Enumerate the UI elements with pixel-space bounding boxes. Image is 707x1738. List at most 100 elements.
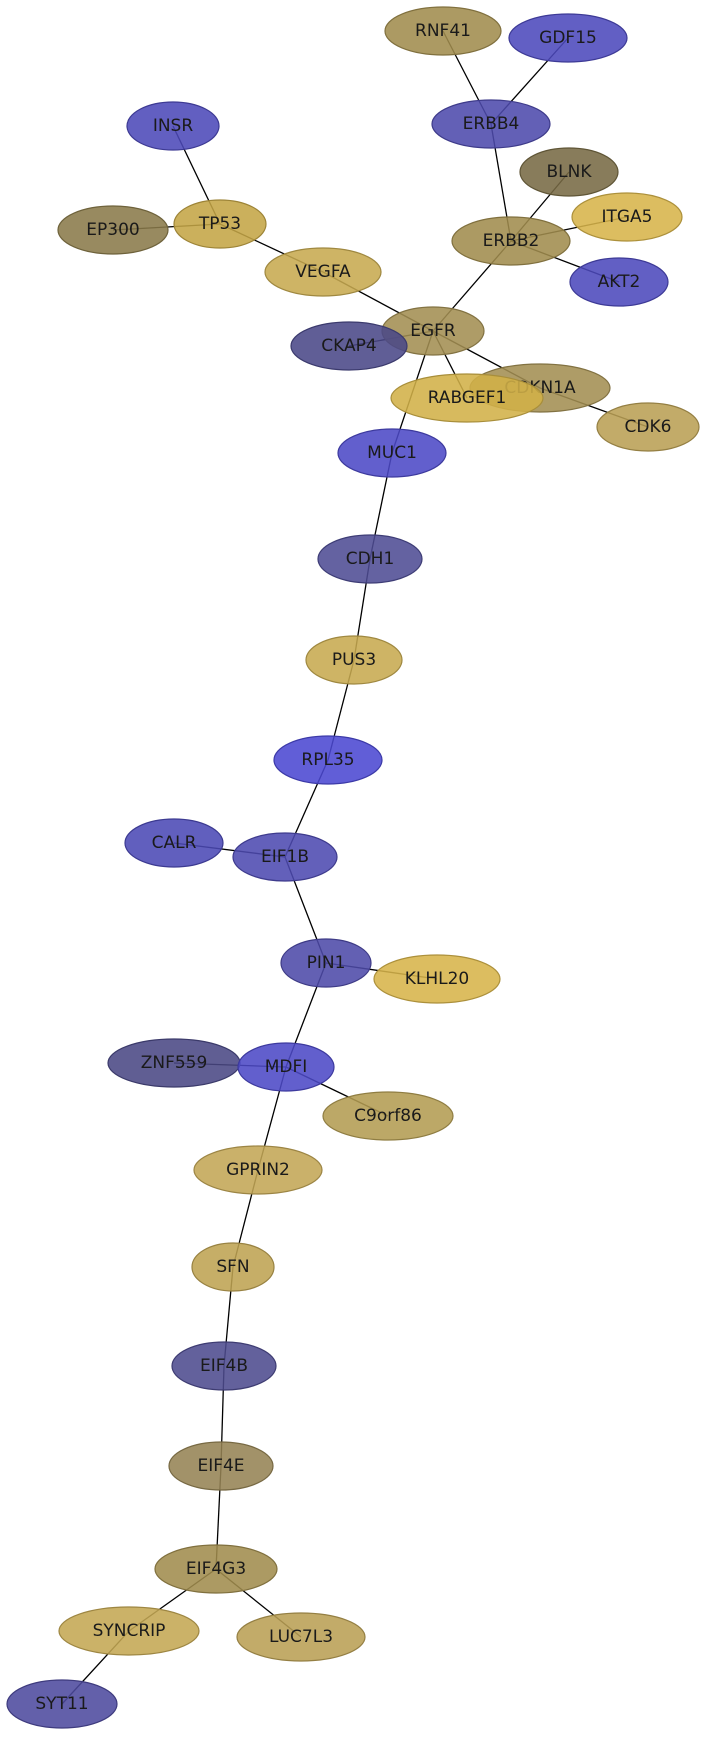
node-ep300[interactable]: EP300 bbox=[57, 205, 169, 255]
node-shape-erbb2 bbox=[451, 216, 571, 266]
node-label-rnf41: RNF41 bbox=[415, 21, 471, 41]
node-label-ep300: EP300 bbox=[86, 220, 139, 240]
node-label-rabgef1: RABGEF1 bbox=[428, 388, 507, 408]
node-label-cdh1: CDH1 bbox=[346, 549, 395, 569]
node-shape-rnf41 bbox=[384, 6, 502, 56]
node-blnk[interactable]: BLNK bbox=[519, 147, 619, 197]
node-label-gdf15: GDF15 bbox=[539, 28, 597, 48]
node-shape-muc1 bbox=[337, 428, 447, 478]
node-znf559[interactable]: ZNF559 bbox=[107, 1038, 241, 1088]
node-shape-eif4e bbox=[168, 1441, 274, 1491]
node-shape-blnk bbox=[519, 147, 619, 197]
node-shape-akt2 bbox=[569, 257, 669, 307]
node-label-egfr: EGFR bbox=[410, 321, 456, 341]
node-rabgef1[interactable]: RABGEF1 bbox=[390, 373, 544, 423]
node-syncrip[interactable]: SYNCRIP bbox=[58, 1606, 200, 1656]
node-eif4g3[interactable]: EIF4G3 bbox=[154, 1544, 278, 1594]
node-shape-tp53 bbox=[173, 199, 267, 249]
node-label-klhl20: KLHL20 bbox=[405, 969, 470, 989]
node-label-erbb4: ERBB4 bbox=[463, 114, 520, 134]
node-insr[interactable]: INSR bbox=[126, 101, 220, 151]
node-mdfi[interactable]: MDFI bbox=[237, 1042, 335, 1092]
node-shape-calr bbox=[124, 818, 224, 868]
node-label-tp53: TP53 bbox=[198, 214, 241, 234]
node-c9orf86[interactable]: C9orf86 bbox=[322, 1091, 454, 1141]
node-label-eif1b: EIF1B bbox=[261, 847, 309, 867]
node-cdh1[interactable]: CDH1 bbox=[317, 534, 423, 584]
node-shape-eif4b bbox=[171, 1341, 277, 1391]
node-eif4e[interactable]: EIF4E bbox=[168, 1441, 274, 1491]
node-shape-erbb4 bbox=[431, 99, 551, 149]
node-label-pin1: PIN1 bbox=[307, 953, 346, 973]
node-label-c9orf86: C9orf86 bbox=[354, 1106, 422, 1126]
node-rpl35[interactable]: RPL35 bbox=[273, 735, 383, 785]
node-shape-vegfa bbox=[264, 247, 382, 297]
node-shape-eif4g3 bbox=[154, 1544, 278, 1594]
node-shape-ep300 bbox=[57, 205, 169, 255]
node-label-syt11: SYT11 bbox=[35, 1694, 88, 1714]
node-shape-insr bbox=[126, 101, 220, 151]
node-shape-mdfi bbox=[237, 1042, 335, 1092]
node-shape-sfn bbox=[191, 1242, 275, 1292]
node-calr[interactable]: CALR bbox=[124, 818, 224, 868]
node-label-sfn: SFN bbox=[216, 1257, 249, 1277]
node-shape-c9orf86 bbox=[322, 1091, 454, 1141]
node-label-znf559: ZNF559 bbox=[141, 1053, 208, 1073]
node-label-vegfa: VEGFA bbox=[295, 262, 351, 282]
node-muc1[interactable]: MUC1 bbox=[337, 428, 447, 478]
node-shape-gdf15 bbox=[508, 13, 628, 63]
node-itga5[interactable]: ITGA5 bbox=[571, 192, 683, 242]
node-label-akt2: AKT2 bbox=[598, 272, 641, 292]
node-akt2[interactable]: AKT2 bbox=[569, 257, 669, 307]
node-syt11[interactable]: SYT11 bbox=[6, 1679, 118, 1729]
node-label-luc7l3: LUC7L3 bbox=[269, 1627, 333, 1647]
node-eif1b[interactable]: EIF1B bbox=[232, 832, 338, 882]
node-shape-eif1b bbox=[232, 832, 338, 882]
node-shape-syncrip bbox=[58, 1606, 200, 1656]
node-label-eif4b: EIF4B bbox=[200, 1356, 248, 1376]
node-tp53[interactable]: TP53 bbox=[173, 199, 267, 249]
node-sfn[interactable]: SFN bbox=[191, 1242, 275, 1292]
node-shape-pin1 bbox=[280, 938, 372, 988]
node-label-cdk6: CDK6 bbox=[625, 417, 672, 437]
node-label-rpl35: RPL35 bbox=[301, 750, 354, 770]
node-shape-cdh1 bbox=[317, 534, 423, 584]
node-label-blnk: BLNK bbox=[547, 162, 593, 182]
node-shape-cdk6 bbox=[596, 402, 700, 452]
node-shape-rpl35 bbox=[273, 735, 383, 785]
node-shape-klhl20 bbox=[373, 954, 501, 1004]
node-shape-rabgef1 bbox=[390, 373, 544, 423]
node-label-insr: INSR bbox=[153, 116, 194, 136]
node-rnf41[interactable]: RNF41 bbox=[384, 6, 502, 56]
node-pin1[interactable]: PIN1 bbox=[280, 938, 372, 988]
node-eif4b[interactable]: EIF4B bbox=[171, 1341, 277, 1391]
node-cdk6[interactable]: CDK6 bbox=[596, 402, 700, 452]
node-gdf15[interactable]: GDF15 bbox=[508, 13, 628, 63]
node-shape-syt11 bbox=[6, 1679, 118, 1729]
node-shape-ckap4 bbox=[290, 321, 408, 371]
node-label-syncrip: SYNCRIP bbox=[93, 1621, 166, 1641]
node-shape-pus3 bbox=[305, 635, 403, 685]
node-erbb2[interactable]: ERBB2 bbox=[451, 216, 571, 266]
node-klhl20[interactable]: KLHL20 bbox=[373, 954, 501, 1004]
node-pus3[interactable]: PUS3 bbox=[305, 635, 403, 685]
node-label-calr: CALR bbox=[152, 833, 197, 853]
node-label-itga5: ITGA5 bbox=[601, 207, 652, 227]
node-shape-gprin2 bbox=[193, 1145, 323, 1195]
node-vegfa[interactable]: VEGFA bbox=[264, 247, 382, 297]
node-luc7l3[interactable]: LUC7L3 bbox=[236, 1612, 366, 1662]
node-label-mdfi: MDFI bbox=[265, 1057, 308, 1077]
node-label-eif4g3: EIF4G3 bbox=[186, 1559, 246, 1579]
node-gprin2[interactable]: GPRIN2 bbox=[193, 1145, 323, 1195]
node-label-ckap4: CKAP4 bbox=[321, 336, 376, 356]
node-label-pus3: PUS3 bbox=[332, 650, 376, 670]
node-egfr[interactable]: EGFR bbox=[381, 306, 485, 356]
node-label-eif4e: EIF4E bbox=[197, 1456, 244, 1476]
node-erbb4[interactable]: ERBB4 bbox=[431, 99, 551, 149]
node-label-gprin2: GPRIN2 bbox=[226, 1160, 290, 1180]
node-label-erbb2: ERBB2 bbox=[483, 231, 540, 251]
node-shape-itga5 bbox=[571, 192, 683, 242]
node-shape-luc7l3 bbox=[236, 1612, 366, 1662]
node-ckap4[interactable]: CKAP4 bbox=[290, 321, 408, 371]
